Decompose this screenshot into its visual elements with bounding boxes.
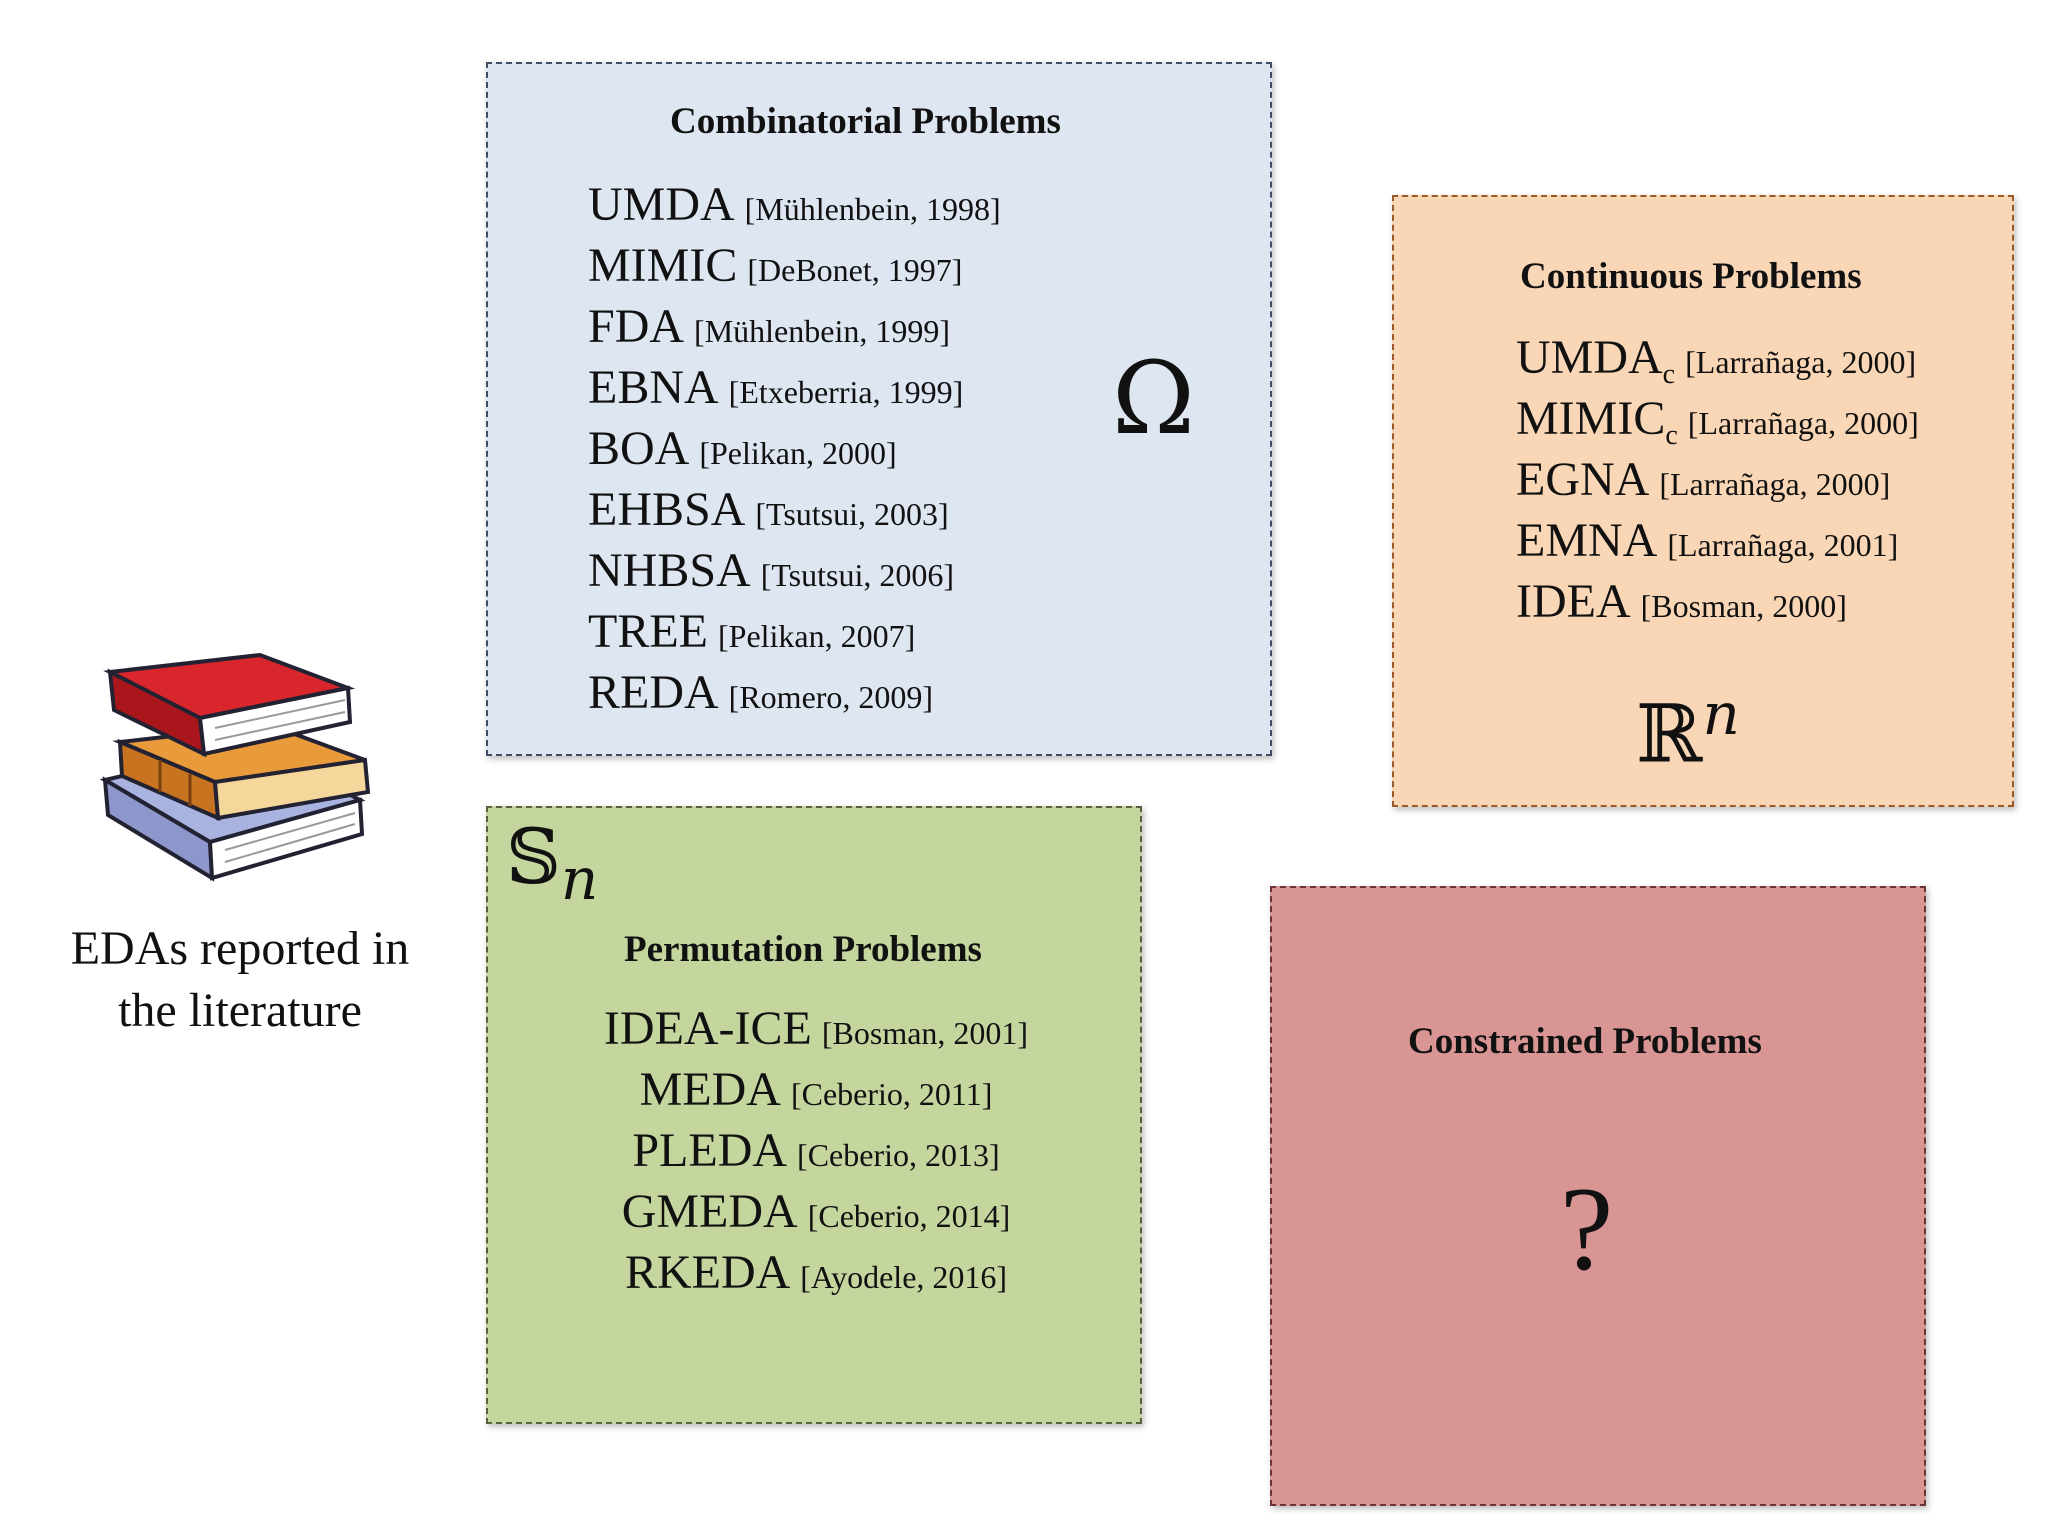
algorithm-name: IDEA xyxy=(1516,575,1631,628)
algorithm-name: UMDA xyxy=(1516,331,1663,384)
list-item: NHBSA[Tsutsui, 2006] xyxy=(588,540,1001,601)
books-caption: EDAs reported in the literature xyxy=(70,922,410,1037)
algorithm-name: EHBSA xyxy=(588,483,746,536)
constrained-title: Constrained Problems xyxy=(1408,1021,1762,1062)
red-book xyxy=(103,652,356,758)
citation: [Ceberio, 2011] xyxy=(790,1076,993,1112)
real-space-base: ℝ xyxy=(1636,687,1703,781)
algorithm-name: GMEDA xyxy=(621,1185,798,1238)
symmetric-group-symbol: 𝕊n xyxy=(506,812,598,913)
citation: [Romero, 2009] xyxy=(728,679,934,715)
combinatorial-list: UMDA[Mühlenbein, 1998] MIMIC[DeBonet, 19… xyxy=(588,174,1001,723)
algorithm-subscript: c xyxy=(1662,359,1676,390)
permutation-box: Permutation Problems IDEA-ICE[Bosman, 20… xyxy=(486,806,1142,1424)
combinatorial-box: Combinatorial Problems UMDA[Mühlenbein, … xyxy=(486,62,1272,756)
algorithm-name: NHBSA xyxy=(588,544,751,597)
algorithm-name: EMNA xyxy=(1516,514,1658,567)
algorithm-name: EGNA xyxy=(1516,453,1650,506)
question-mark-symbol: ? xyxy=(1560,1162,1614,1295)
citation: [Ceberio, 2014] xyxy=(807,1198,1011,1234)
list-item: EMNA[Larrañaga, 2001] xyxy=(1516,510,1919,571)
algorithm-name: PLEDA xyxy=(632,1124,788,1177)
algorithm-name: MEDA xyxy=(639,1063,781,1116)
permutation-list: IDEA-ICE[Bosman, 2001] MEDA[Ceberio, 201… xyxy=(488,998,1144,1303)
symmetric-group-base: 𝕊 xyxy=(506,812,561,901)
algorithm-name: TREE xyxy=(588,605,708,658)
permutation-title: Permutation Problems xyxy=(624,929,982,970)
algorithm-name: MIMIC xyxy=(588,239,738,292)
citation: [Pelikan, 2007] xyxy=(717,618,916,654)
algorithm-name: EBNA xyxy=(588,361,719,414)
list-item: TREE[Pelikan, 2007] xyxy=(588,601,1001,662)
list-item: IDEA[Bosman, 2000] xyxy=(1516,571,1919,632)
citation: [Pelikan, 2000] xyxy=(699,435,897,471)
list-item: IDEA-ICE[Bosman, 2001] xyxy=(488,998,1144,1059)
list-item: REDA[Romero, 2009] xyxy=(588,662,1001,723)
citation: [Larrañaga, 2000] xyxy=(1659,466,1891,502)
algorithm-name: UMDA xyxy=(588,178,735,231)
symmetric-group-subscript: n xyxy=(560,845,599,914)
real-space-symbol: ℝn xyxy=(1636,680,1740,781)
citation: [Larrañaga, 2000] xyxy=(1685,344,1917,380)
algorithm-name: MIMIC xyxy=(1516,392,1666,445)
list-item: RKEDA[Ayodele, 2016] xyxy=(488,1242,1144,1303)
list-item: BOA[Pelikan, 2000] xyxy=(588,418,1001,479)
citation: [Tsutsui, 2003] xyxy=(755,496,949,532)
list-item: MEDA[Ceberio, 2011] xyxy=(488,1059,1144,1120)
constrained-box: Constrained Problems xyxy=(1270,886,1926,1506)
omega-symbol: Ω xyxy=(1112,340,1195,457)
citation: [Bosman, 2000] xyxy=(1640,588,1847,624)
citation: [Mühlenbein, 1999] xyxy=(694,313,950,349)
citation: [Ayodele, 2016] xyxy=(800,1259,1008,1295)
list-item: UMDA[Mühlenbein, 1998] xyxy=(588,174,1001,235)
algorithm-name: BOA xyxy=(588,422,690,475)
list-item: EGNA[Larrañaga, 2000] xyxy=(1516,449,1919,510)
list-item: GMEDA[Ceberio, 2014] xyxy=(488,1181,1144,1242)
continuous-title: Continuous Problems xyxy=(1520,256,1862,297)
list-item: FDA[Mühlenbein, 1999] xyxy=(588,296,1001,357)
books-icon xyxy=(100,652,371,882)
list-item: MIMIC[DeBonet, 1997] xyxy=(588,235,1001,296)
citation: [Etxeberria, 1999] xyxy=(728,374,964,410)
citation: [DeBonet, 1997] xyxy=(747,252,963,288)
citation: [Tsutsui, 2006] xyxy=(760,557,955,593)
algorithm-name: FDA xyxy=(588,300,685,353)
combinatorial-title: Combinatorial Problems xyxy=(670,101,1061,142)
algorithm-name: IDEA-ICE xyxy=(603,1002,812,1055)
list-item: UMDAc [Larrañaga, 2000] xyxy=(1516,327,1919,390)
list-item: MIMICc [Larrañaga, 2000] xyxy=(1516,388,1919,451)
continuous-list: UMDAc[Larrañaga, 2000] MIMICc[Larrañaga,… xyxy=(1516,327,1919,632)
continuous-box: Continuous Problems UMDAc[Larrañaga, 200… xyxy=(1392,195,2014,807)
algorithm-subscript: c xyxy=(1665,420,1678,451)
citation: [Mühlenbein, 1998] xyxy=(744,191,1001,227)
algorithm-name: REDA xyxy=(588,666,719,719)
algorithm-name: RKEDA xyxy=(624,1246,791,1299)
citation: [Bosman, 2001] xyxy=(821,1015,1029,1051)
citation: [Larrañaga, 2000] xyxy=(1687,405,1919,441)
real-space-exponent: n xyxy=(1702,680,1740,748)
citation: [Larrañaga, 2001] xyxy=(1667,527,1899,563)
citation: [Ceberio, 2013] xyxy=(797,1137,1000,1173)
list-item: EHBSA[Tsutsui, 2003] xyxy=(588,479,1001,540)
list-item: EBNA[Etxeberria, 1999] xyxy=(588,357,1001,418)
list-item: PLEDA[Ceberio, 2013] xyxy=(488,1120,1144,1181)
